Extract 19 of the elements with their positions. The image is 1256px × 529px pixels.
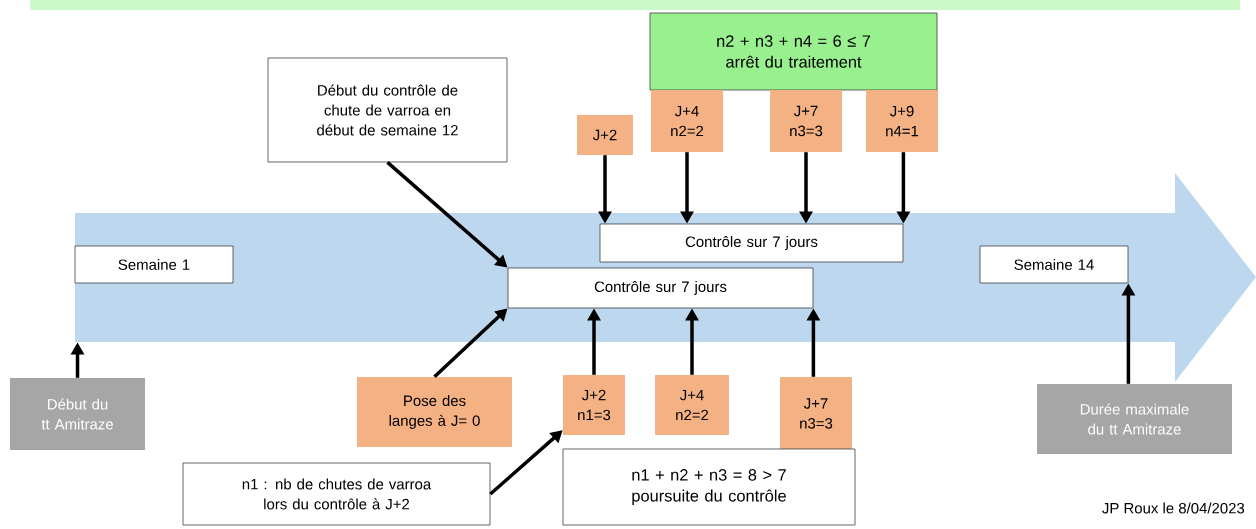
week-box: Semaine 1 — [74, 245, 234, 284]
note-box: Début du contrôle de chute de varroa en début de semaine 12 — [267, 57, 508, 163]
result-box: n2 + n3 + n4 = 6 ≤ 7 arrêt du traitement — [649, 12, 938, 91]
note-box: n1 : nb de chutes de varroa lors du contrôle à J+2 — [182, 462, 491, 526]
end-box: Durée maximale du tt Amitraze — [1037, 384, 1232, 454]
day-box: Pose des langes à J= 0 — [357, 377, 512, 447]
day-box: J+2 n1=3 — [563, 375, 625, 435]
day-box: J+4 n2=2 — [651, 90, 723, 152]
day-box: J+2 — [577, 115, 633, 155]
day-box: J+7 n3=3 — [780, 377, 852, 450]
author-note: JP Roux le 8/04/2023 — [1102, 502, 1245, 514]
day-box: J+9 n4=1 — [866, 90, 938, 152]
control-period-box: Contrôle sur 7 jours — [599, 223, 904, 263]
week-box: Semaine 14 — [979, 245, 1129, 284]
control-period-box: Contrôle sur 7 jours — [507, 267, 814, 309]
result-box: n1 + n2 + n3 = 8 > 7 poursuite du contrôle — [562, 448, 856, 526]
day-box: J+4 n2=2 — [655, 375, 729, 435]
start-box: Début du tt Amitraze — [10, 378, 145, 450]
day-box: J+7 n3=3 — [770, 90, 842, 152]
